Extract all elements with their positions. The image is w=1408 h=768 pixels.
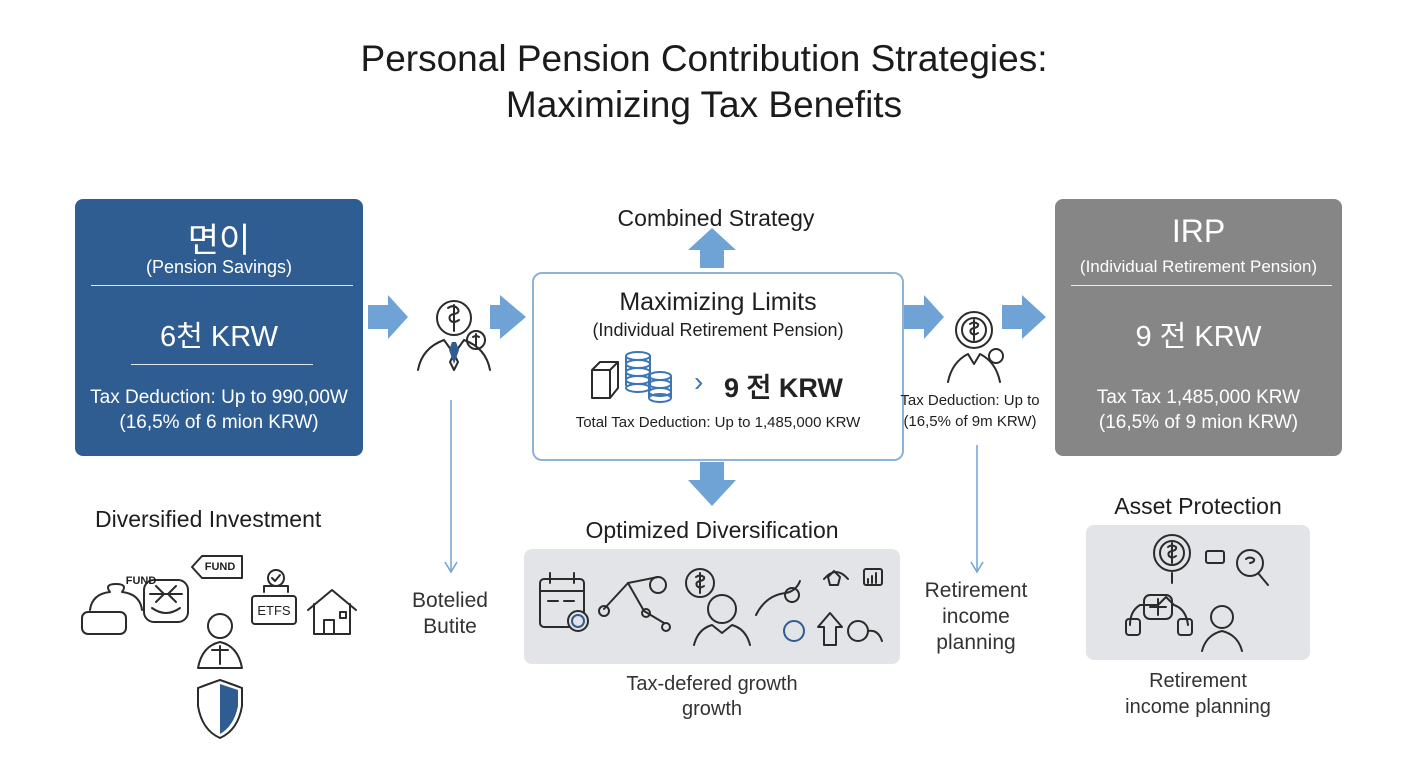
pension-savings-card: 면이 (Pension Savings) 6천 KRW Tax Deductio… bbox=[75, 199, 363, 456]
combined-amount: 9 전 KRW bbox=[724, 373, 843, 403]
retirement-planning-line-3: planning bbox=[936, 631, 1016, 654]
portfolio-basket-icon bbox=[143, 579, 189, 623]
bar-chart-icon bbox=[863, 568, 883, 586]
irp-subtitle: (Individual Retirement Pension) bbox=[1079, 257, 1318, 276]
asset-protection-heading: Asset Protection bbox=[1114, 493, 1282, 519]
protection-icon bbox=[1129, 596, 1189, 626]
asset-caption-line-2: income planning bbox=[1125, 696, 1271, 718]
left-flow-label-line-1: Botelied bbox=[412, 589, 488, 612]
asset-caption-line-1: Retirement bbox=[1149, 670, 1247, 692]
card-divider bbox=[131, 364, 313, 365]
combined-total-deduction: Total Tax Deduction: Up to 1,485,000 KRW bbox=[575, 414, 861, 431]
optimized-caption: Tax-defered growth growth bbox=[524, 672, 900, 722]
investor-coin-icon bbox=[707, 594, 737, 624]
chevron-right-icon: › bbox=[694, 366, 704, 397]
person-icon bbox=[207, 613, 233, 639]
right-tax-note: Tax Deduction: Up to (16,5% of 9m KRW) bbox=[890, 390, 1050, 432]
irp-tax-line-2: (16,5% of 9 mion KRW) bbox=[1098, 412, 1299, 433]
optimized-caption-line-2: growth bbox=[681, 698, 743, 720]
retirement-planning-line-2: income bbox=[942, 605, 1010, 628]
title-line-1: Personal Pension Contribution Strategies… bbox=[360, 38, 1048, 79]
card-divider bbox=[1071, 285, 1332, 286]
page-title: Personal Pension Contribution Strategies… bbox=[0, 36, 1408, 128]
fund-arrow-tag-icon bbox=[191, 555, 243, 579]
arrow-right-icon bbox=[490, 295, 526, 339]
combined-title: Maximizing Limits bbox=[619, 288, 817, 316]
combined-subtitle: (Individual Retirement Pension) bbox=[592, 320, 844, 340]
pension-savings-subtitle: (Pension Savings) bbox=[145, 257, 293, 277]
investor-icon bbox=[417, 300, 491, 371]
magnifier-icon bbox=[1236, 549, 1264, 577]
house-icon bbox=[307, 589, 357, 635]
title-line-2: Maximizing Tax Benefits bbox=[505, 84, 903, 125]
advisor-coin-icon bbox=[1210, 605, 1234, 629]
combined-strategy-card: Maximizing Limits (Individual Retirement… bbox=[532, 272, 904, 461]
pension-savings-amount: 6천 KRW bbox=[160, 321, 278, 353]
arrow-right-icon bbox=[1002, 295, 1046, 339]
right-tax-line-1: Tax Deduction: Up to bbox=[900, 392, 1040, 409]
arrow-right-icon bbox=[904, 295, 944, 339]
coins-stack-icon bbox=[591, 351, 672, 403]
cash-icon bbox=[1205, 550, 1225, 564]
advisor-icon bbox=[947, 311, 1004, 383]
left-flow-label-line-2: Butite bbox=[423, 615, 477, 638]
optimized-caption-line-1: Tax-defered growth bbox=[626, 673, 798, 695]
growth-arrow-icon bbox=[755, 580, 801, 616]
coin-icon bbox=[567, 610, 589, 632]
optimized-diversification-heading: Optimized Diversification bbox=[585, 517, 839, 543]
money-bag-icon bbox=[89, 583, 143, 611]
arrow-right-icon bbox=[368, 295, 408, 339]
right-tax-line-2: (16,5% of 9m KRW) bbox=[903, 413, 1037, 430]
irp-name: IRP bbox=[1171, 213, 1226, 249]
irp-card: IRP (Individual Retirement Pension) 9 전 … bbox=[1055, 199, 1342, 456]
network-icon bbox=[603, 576, 665, 624]
asset-caption: Retirement income planning bbox=[1086, 668, 1310, 720]
pension-savings-tax-line-1: Tax Deduction: Up to 990,00W bbox=[90, 387, 348, 408]
asset-protection-panel bbox=[1086, 525, 1310, 660]
arrow-down-icon bbox=[688, 462, 736, 506]
fund-tag-bottom: FUND bbox=[125, 575, 157, 587]
up-arrow-icon bbox=[817, 612, 843, 646]
combined-strategy-heading: Combined Strategy bbox=[617, 205, 815, 231]
dollar-coin-icon bbox=[1153, 534, 1191, 572]
left-flow-label: Botelied Butite bbox=[390, 588, 510, 640]
asset-protection-icons bbox=[1125, 534, 1269, 652]
calendar-icon bbox=[539, 578, 585, 628]
pension-savings-name: 면이 bbox=[187, 222, 251, 260]
diversified-investment-heading: Diversified Investment bbox=[95, 506, 322, 532]
irp-tax-line-1: Tax Tax 1,485,000 KRW bbox=[1096, 387, 1301, 408]
card-divider bbox=[91, 285, 353, 286]
etfs-tag: ETFS bbox=[257, 603, 291, 618]
badge-icon bbox=[823, 570, 849, 586]
retirement-planning-line-1: Retirement bbox=[924, 579, 1028, 602]
pension-savings-tax-line-2: (16,5% of 6 mion KRW) bbox=[119, 412, 319, 433]
diversified-investment-icons bbox=[81, 555, 357, 740]
optimized-icons bbox=[539, 568, 883, 646]
pension-savings-tax: Tax Deduction: Up to 990,00W (16,5% of 6… bbox=[75, 385, 363, 435]
irp-tax: Tax Tax 1,485,000 KRW (16,5% of 9 mion K… bbox=[1055, 385, 1342, 435]
irp-amount: 9 전 KRW bbox=[1135, 321, 1262, 353]
optimized-diversification-panel bbox=[524, 549, 900, 664]
fund-tag-icon bbox=[81, 611, 127, 635]
fund-tag-top: FUND bbox=[204, 561, 236, 573]
retirement-planning-label: Retirement income planning bbox=[906, 578, 1046, 656]
etfs-tag-icon bbox=[251, 595, 297, 625]
dollar-coin-icon bbox=[685, 568, 715, 598]
arrow-up-icon bbox=[688, 228, 736, 268]
